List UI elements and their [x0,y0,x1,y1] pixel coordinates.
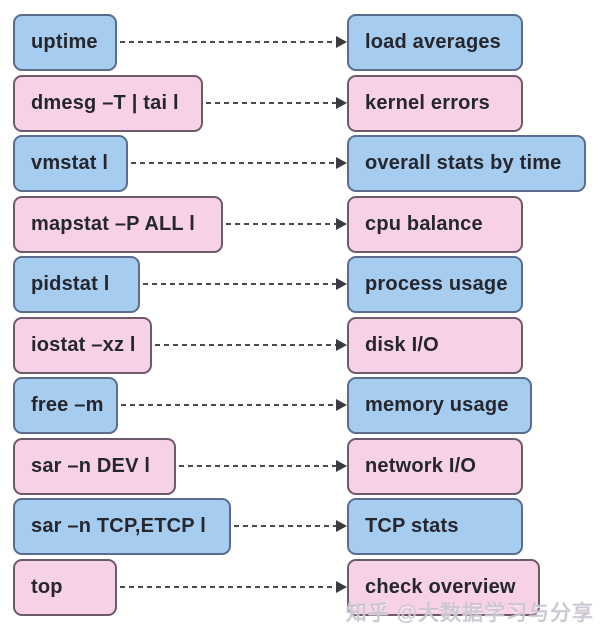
arrow-connector [121,404,336,406]
result-label: process usage [365,273,508,295]
result-box: overall stats by time [347,135,586,192]
command-box: vmstat l [13,135,128,192]
command-box: mapstat –P ALL l [13,196,223,253]
result-box: TCP stats [347,498,523,555]
command-label: mapstat –P ALL l [31,213,195,235]
arrow-connector [120,586,336,588]
command-box: sar –n DEV l [13,438,176,495]
arrow-connector [179,465,336,467]
command-label: vmstat l [31,152,109,174]
arrow-connector [226,223,336,225]
result-box: check overview [347,559,540,616]
command-box: pidstat l [13,256,140,313]
result-label: cpu balance [365,213,483,235]
result-label: overall stats by time [365,152,562,174]
arrow-connector [155,344,336,346]
result-box: memory usage [347,377,532,434]
arrow-connector [234,525,336,527]
result-box: process usage [347,256,523,313]
arrow-connector [131,162,336,164]
result-label: kernel errors [365,92,490,114]
result-label: check overview [365,576,516,598]
command-label: top [31,576,63,598]
result-label: memory usage [365,394,509,416]
command-box: uptime [13,14,117,71]
command-box: dmesg –T | tai l [13,75,203,132]
command-label: dmesg –T | tai l [31,92,179,114]
command-label: iostat –xz l [31,334,136,356]
result-box: disk I/O [347,317,523,374]
command-box: iostat –xz l [13,317,152,374]
result-label: TCP stats [365,515,459,537]
result-label: network I/O [365,455,477,477]
result-box: network I/O [347,438,523,495]
command-label: sar –n TCP,ETCP l [31,515,206,537]
arrow-connector [120,41,336,43]
command-label: free –m [31,394,104,416]
command-box: free –m [13,377,118,434]
result-box: cpu balance [347,196,523,253]
command-box: top [13,559,117,616]
arrow-connector [206,102,336,104]
result-box: kernel errors [347,75,523,132]
command-label: pidstat l [31,273,110,295]
command-label: uptime [31,31,98,53]
result-box: load averages [347,14,523,71]
result-label: disk I/O [365,334,439,356]
arrow-connector [143,283,336,285]
command-label: sar –n DEV l [31,455,151,477]
command-box: sar –n TCP,ETCP l [13,498,231,555]
result-label: load averages [365,31,502,53]
